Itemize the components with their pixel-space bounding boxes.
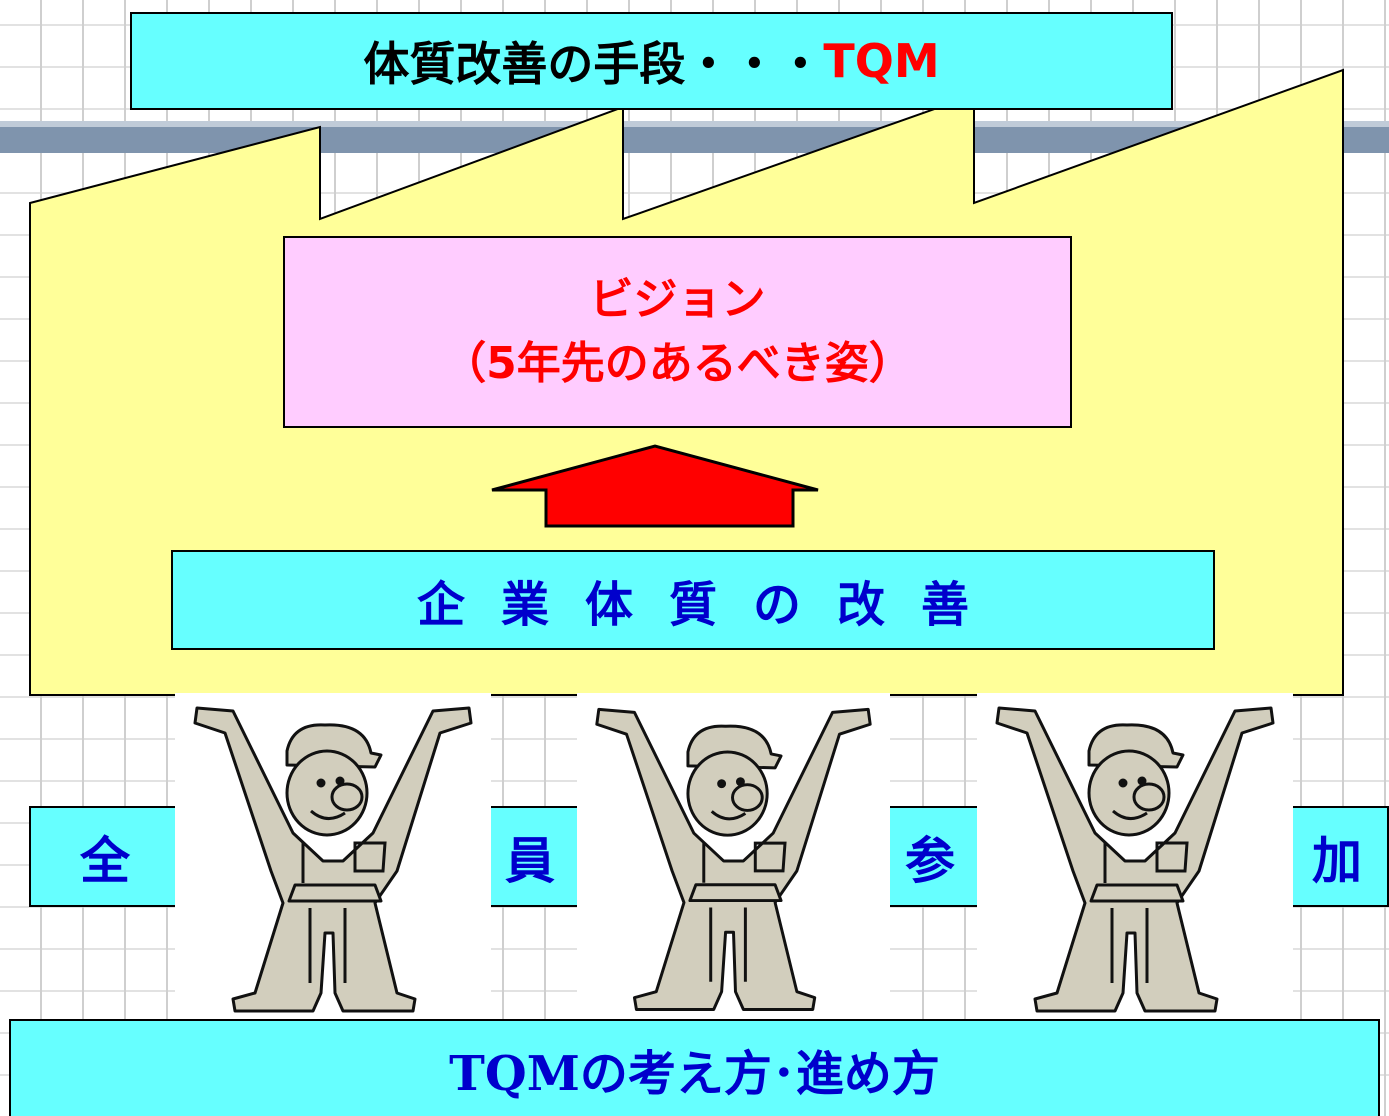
improvement-box: 企業体質の改善 <box>171 550 1215 650</box>
worker-raising-arms-icon <box>577 693 890 1019</box>
worker-raising-arms-icon <box>175 693 491 1019</box>
title-tqm: TQM <box>823 34 940 88</box>
participation-char-3: 参 <box>880 806 980 907</box>
title-box: 体質改善の手段・・・TQM <box>130 12 1173 110</box>
up-arrow-icon <box>491 444 819 528</box>
vision-title: ビジョン <box>589 274 766 326</box>
title-text: 体質改善の手段・・・ <box>363 37 824 91</box>
foundation-box: TQMの考え方･進め方 <box>9 1019 1380 1116</box>
participation-char-4: 加 <box>1285 806 1389 907</box>
vision-box: ビジョン （5年先のあるべき姿） <box>283 236 1072 428</box>
vision-subtitle: （5年先のあるべき姿） <box>442 338 913 389</box>
foundation-text: TQMの考え方･進め方 <box>449 1045 940 1102</box>
worker-raising-arms-icon <box>977 693 1293 1019</box>
participation-char-2: 員 <box>480 806 580 907</box>
participation-char-1: 全 <box>29 806 181 907</box>
improvement-text: 企業体質の改善 <box>416 577 1005 633</box>
background-band-light <box>0 121 1389 127</box>
